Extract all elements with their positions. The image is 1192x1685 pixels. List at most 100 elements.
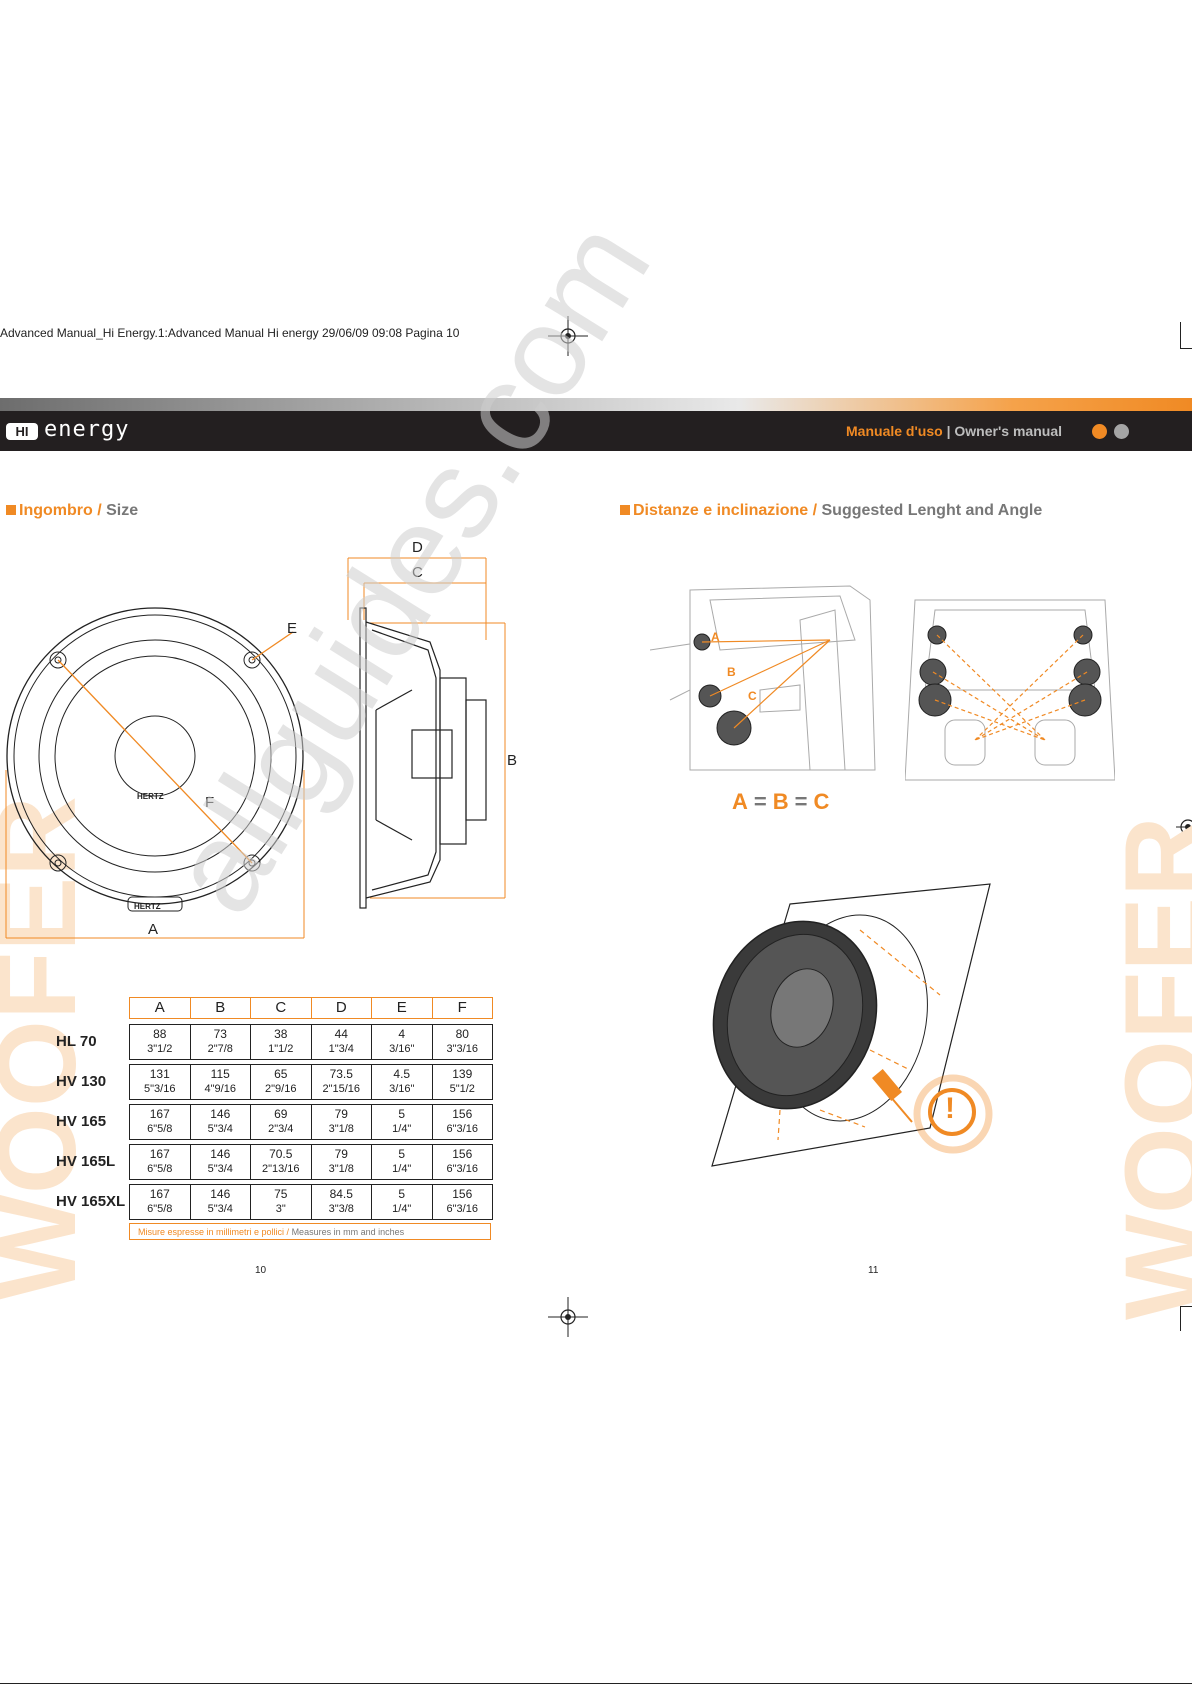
col-header: A — [154, 999, 165, 1016]
col-header: E — [371, 998, 432, 1018]
cell-mm: 156 — [452, 1147, 473, 1161]
brand-logo-text: energy — [44, 417, 130, 442]
cell-inch: 3"1/8 — [328, 1123, 354, 1135]
manual-title-it: Manuale d'uso — [846, 423, 943, 439]
row-model-name: HV 165XL — [56, 1193, 126, 1210]
cell-mm: 70.5 — [269, 1147, 293, 1161]
cell-inch: 6"3/16 — [446, 1163, 478, 1175]
cell-mm: 131 — [149, 1067, 170, 1081]
distance-section-title: Distanze e inclinazione / Suggested Leng… — [620, 502, 1042, 520]
cell-mm: 79 — [334, 1147, 348, 1161]
measures-note: Misure espresse in millimetri e pollici … — [129, 1223, 491, 1240]
registration-mark-icon — [548, 1297, 588, 1337]
cell-inch: 5"3/16 — [144, 1083, 176, 1095]
page-header: HI energy Manuale d'uso | Owner's manual — [0, 411, 1192, 451]
speaker-side-view-diagram — [347, 557, 506, 909]
cell-mm: 38 — [274, 1027, 288, 1041]
cell-mm: 69 — [274, 1107, 288, 1121]
print-header: Advanced Manual_Hi Energy.1:Advanced Man… — [0, 326, 460, 340]
cell-inch: 3" — [275, 1203, 286, 1215]
cell-inch: 2"15/16 — [322, 1083, 361, 1095]
bottom-edge-line — [0, 1683, 1192, 1684]
cell-inch: 3/16" — [389, 1083, 415, 1095]
col-header: F — [431, 998, 493, 1018]
col-header: B — [189, 998, 251, 1018]
brand-mark-front: HERTZ — [137, 792, 164, 801]
size-title-en: Size — [106, 502, 139, 519]
cell-mm: 167 — [149, 1187, 170, 1201]
row-model-name: HV 165 — [56, 1113, 107, 1130]
page-number-right: 11 — [868, 1265, 879, 1276]
cell-mm: 146 — [210, 1187, 231, 1201]
gradient-band — [0, 398, 1192, 411]
distance-title-it: Distanze e inclinazione / — [633, 502, 818, 519]
table-cell: 84.5 3"3/8 — [310, 1185, 372, 1219]
eq-a: A — [732, 789, 748, 814]
label-e: E — [287, 620, 298, 637]
table-cell: 146 5"3/4 — [189, 1145, 251, 1179]
cell-mm: 80 — [455, 1027, 469, 1041]
orange-dot-icon — [1092, 424, 1107, 439]
cell-inch: 2"3/4 — [268, 1123, 294, 1135]
dimensions-table-header: A B C D E F — [129, 997, 493, 1019]
cell-mm: 73 — [213, 1027, 227, 1041]
side-watermark-right: WOOFER — [1102, 816, 1192, 1320]
col-header: D — [310, 998, 372, 1018]
table-cell: 146 5"3/4 — [189, 1185, 251, 1219]
cell-mm: 146 — [210, 1107, 231, 1121]
label-b: B — [507, 752, 518, 769]
title-square-icon — [620, 505, 630, 515]
title-square-icon — [6, 505, 16, 515]
label-d: D — [412, 539, 423, 556]
note-en: Measures in mm and inches — [291, 1227, 405, 1237]
table-cell: 70.5 2"13/16 — [250, 1145, 311, 1179]
cell-inch: 6"5/8 — [147, 1163, 173, 1175]
eq-b: B — [772, 789, 789, 814]
cell-mm: 167 — [149, 1107, 170, 1121]
cell-inch: 3"3/8 — [328, 1203, 354, 1215]
car-door-diagram — [650, 585, 876, 771]
cell-mm: 4 — [398, 1027, 406, 1041]
door-label-c: C — [748, 689, 757, 703]
cell-mm: 88 — [153, 1027, 167, 1041]
size-title-it: Ingombro / — [19, 502, 102, 519]
label-f: F — [205, 794, 215, 811]
cell-inch: 1/4" — [392, 1203, 412, 1215]
cell-mm: 84.5 — [329, 1187, 353, 1201]
cell-mm: 75 — [274, 1187, 288, 1201]
cell-inch: 1"1/2 — [268, 1043, 294, 1055]
cell-inch: 5"3/4 — [207, 1163, 233, 1175]
cell-inch: 1"3/4 — [328, 1043, 354, 1055]
cell-inch: 2"13/16 — [261, 1163, 300, 1175]
registration-mark-icon — [548, 316, 588, 356]
cell-mm: 79 — [334, 1107, 348, 1121]
cell-inch: 5"3/4 — [207, 1203, 233, 1215]
cell-mm: 5 — [398, 1107, 406, 1121]
manual-title-separator: | — [946, 423, 951, 439]
col-header: C — [250, 998, 311, 1018]
cell-inch: 3"1/2 — [147, 1043, 173, 1055]
distance-title-en: Suggested Lenght and Angle — [821, 502, 1043, 519]
warning-icon: ! — [945, 1092, 955, 1125]
page-number-left: 10 — [255, 1265, 267, 1276]
cell-mm: 146 — [210, 1147, 231, 1161]
table-cell: 38 1"1/2 — [250, 1025, 311, 1059]
cell-inch: 6"5/8 — [147, 1123, 173, 1135]
distance-equation: A=B=C — [732, 789, 829, 815]
table-cell: 167 6"5/8 — [130, 1105, 190, 1139]
cell-inch: 6"3/16 — [446, 1123, 478, 1135]
